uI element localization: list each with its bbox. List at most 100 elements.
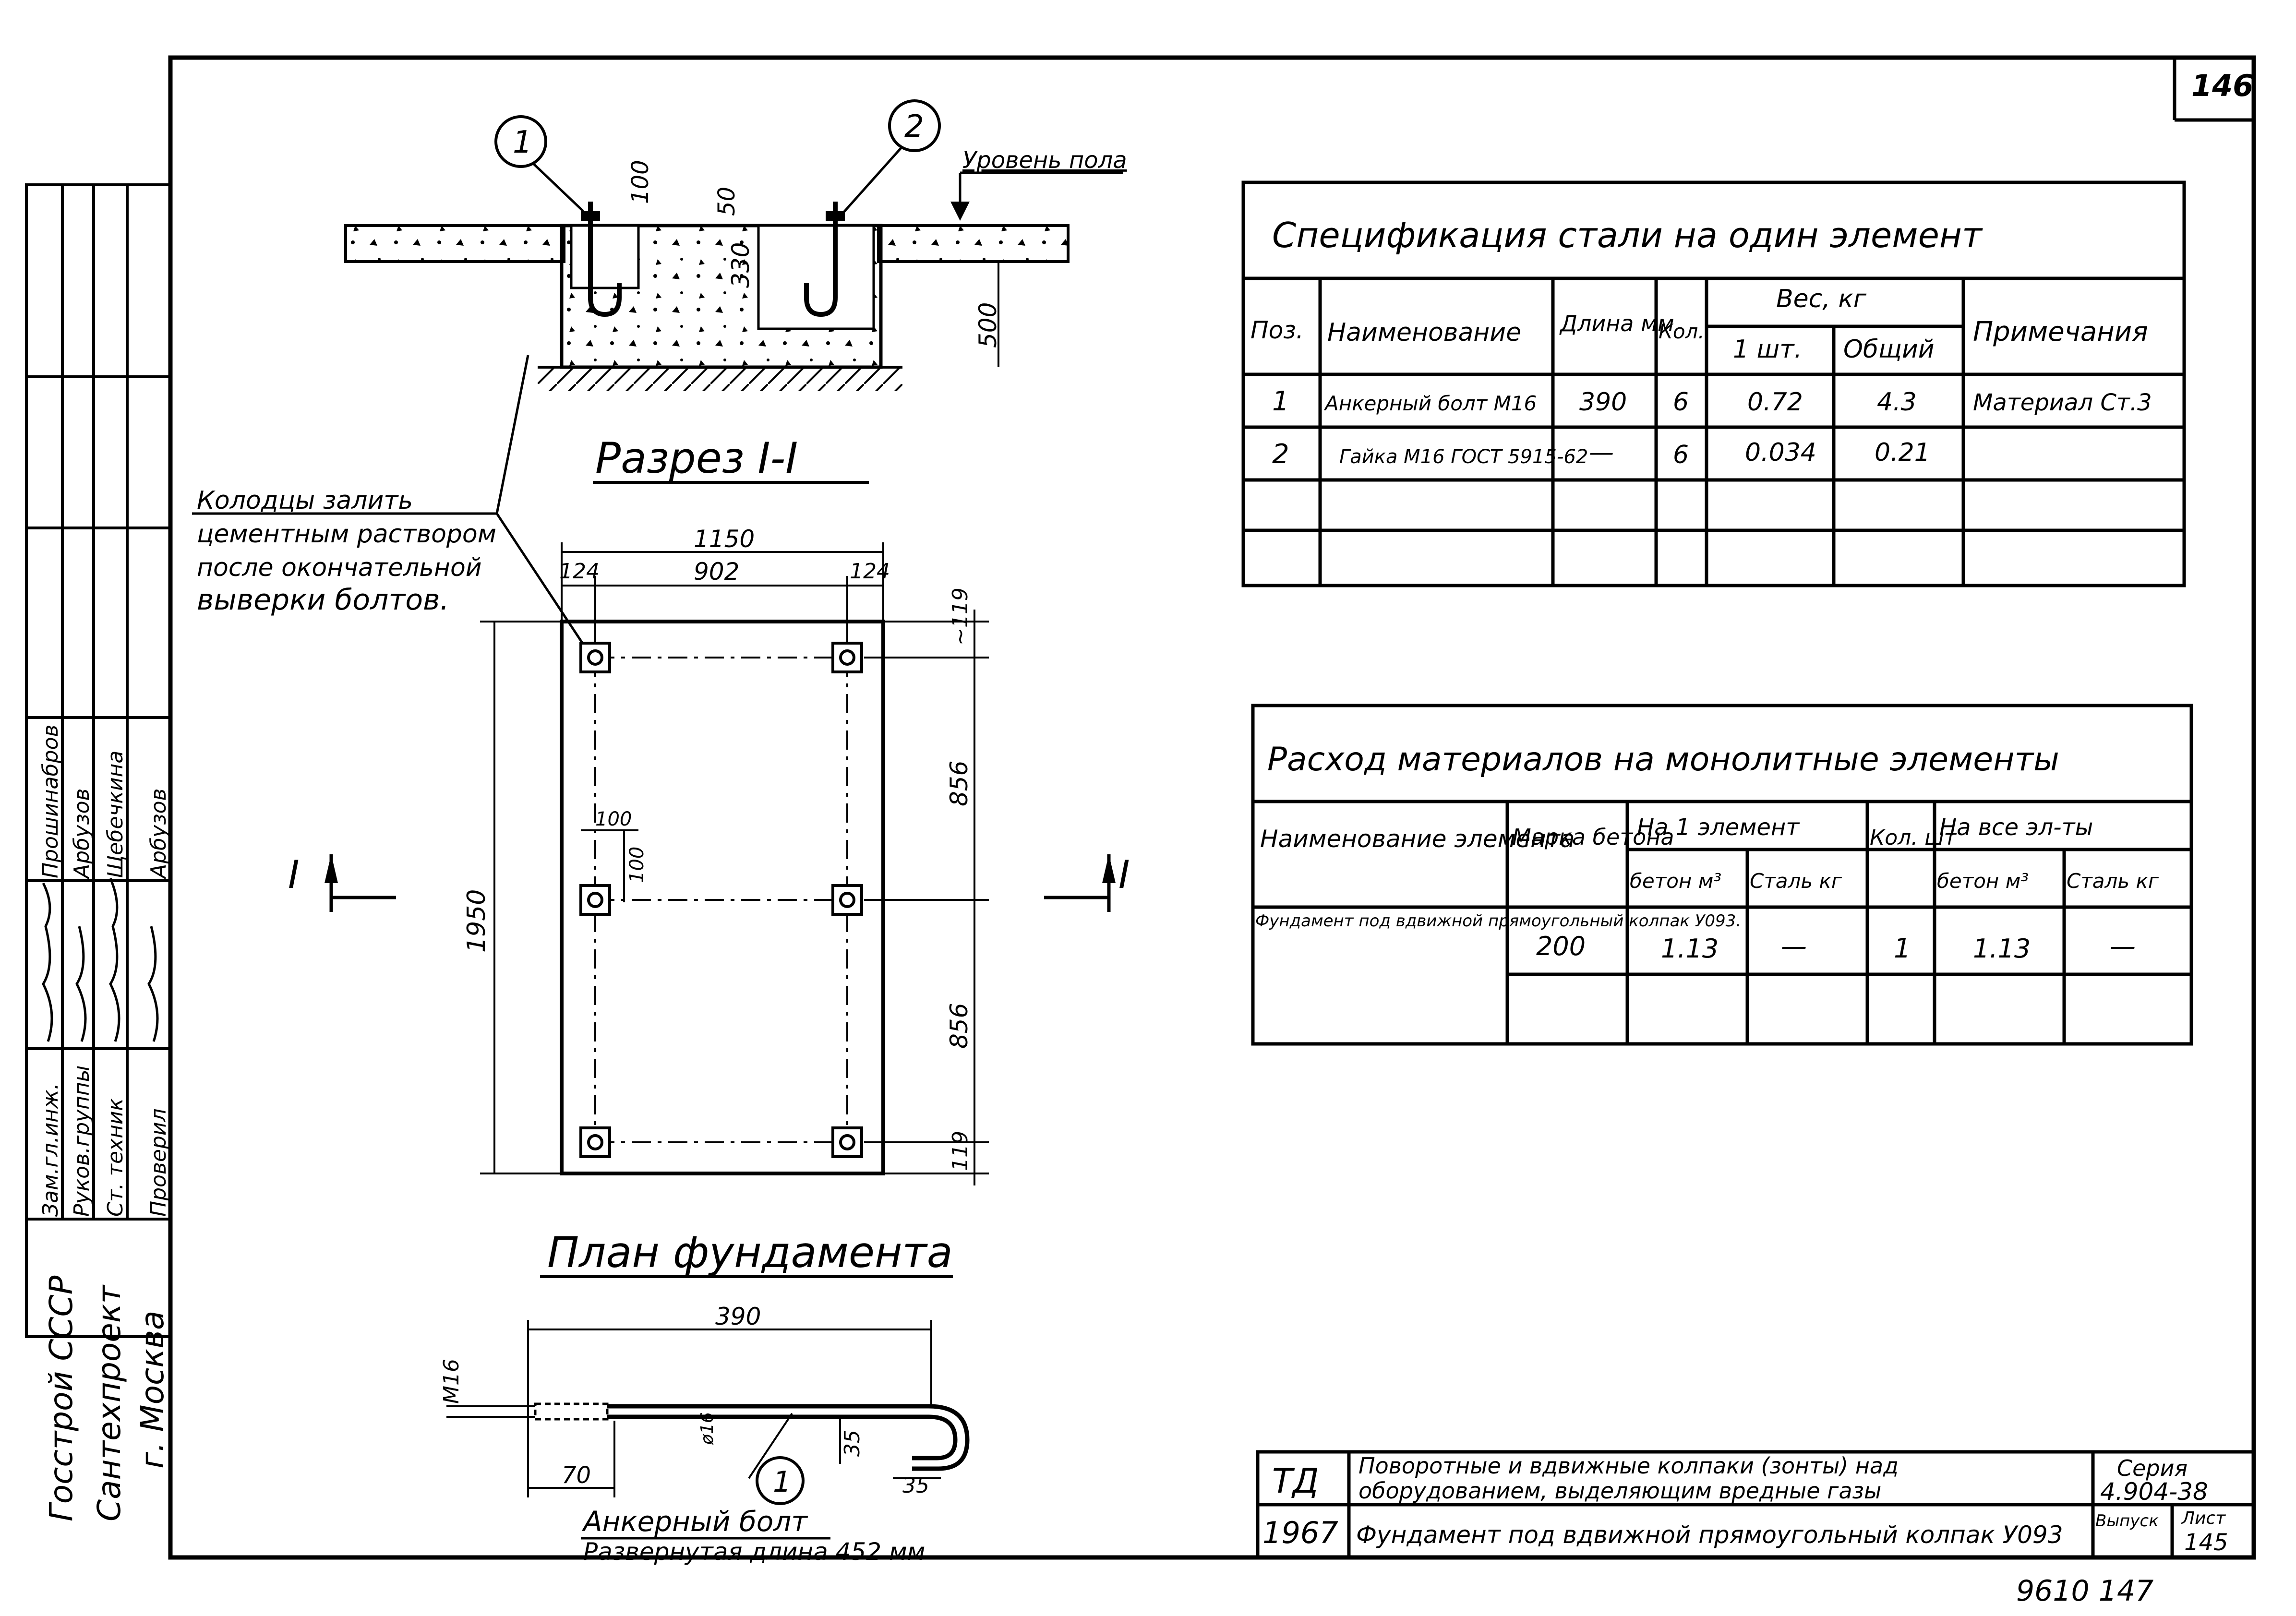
svg-text:выверки болтов.: выверки болтов. <box>197 583 449 617</box>
tb-issue-label: Выпуск <box>2095 1511 2159 1531</box>
stamp-signatures <box>42 878 159 1042</box>
stamp-role-4: Проверил <box>146 1108 171 1217</box>
svg-text:1.13: 1.13 <box>1661 934 1719 964</box>
tb-year: 1967 <box>1262 1515 1338 1550</box>
spec-h-length: Длина мм <box>1559 311 1674 336</box>
svg-text:Наименование элемента: Наименование элемента <box>1260 825 1575 853</box>
bolt-dim-390: 390 <box>715 1303 761 1330</box>
tb-sheet-label: Лист <box>2181 1508 2226 1528</box>
svg-text:На 1 элемент: На 1 элемент <box>1637 814 1800 841</box>
sheet-frame <box>168 55 2256 1560</box>
svg-text:0.21: 0.21 <box>1875 438 1930 467</box>
dim-902: 902 <box>694 558 739 586</box>
svg-text:Сталь кг: Сталь кг <box>1750 869 1842 893</box>
section-view: 1 2 Уровень пола 100 50 330 500 Разрез I… <box>344 99 1127 484</box>
svg-text:—: — <box>1781 931 1807 961</box>
svg-text:6: 6 <box>1673 388 1689 417</box>
side-stamp: Зам.гл.инж. Руков.группы Ст. техник Пров… <box>25 183 172 1521</box>
svg-text:1: 1 <box>1272 386 1289 417</box>
section-marker-left: I <box>288 852 300 897</box>
svg-text:бетон м³: бетон м³ <box>1937 869 2029 893</box>
svg-text:Анкерный болт М16: Анкерный болт М16 <box>1323 392 1537 415</box>
grout-note: Колодцы залить цементным раствором после… <box>192 355 587 649</box>
tb-sheet-value: 145 <box>2184 1529 2228 1556</box>
dim-856-1: 856 <box>945 761 973 806</box>
dim-124-left: 124 <box>559 559 600 584</box>
bolt-wells <box>579 642 863 1158</box>
plan-title: План фундамента <box>547 1228 953 1277</box>
section-marker-right: I <box>1118 852 1130 897</box>
archive-number: 9610 147 <box>2016 1574 2153 1608</box>
svg-text:Колодцы залить: Колодцы залить <box>197 486 413 515</box>
title-block: ТД 1967 Поворотные и вдвижные колпаки (з… <box>1256 1450 2256 1559</box>
bolt-subtitle: Развернутая длина 452 мм <box>583 1538 925 1566</box>
bolt-dim-70: 70 <box>562 1462 591 1489</box>
stamp-role-1: Зам.гл.инж. <box>38 1083 63 1217</box>
svg-text:Фундамент под вдвижной прямоуг: Фундамент под вдвижной прямоугольный кол… <box>1255 911 1741 931</box>
dim-124-right: 124 <box>850 559 890 584</box>
svg-text:цементным раствором: цементным раствором <box>197 520 496 549</box>
floor-level-label: Уровень пола <box>962 147 1127 174</box>
dim-119-bottom: 119 <box>948 1131 973 1171</box>
stamp-name-2: Арбузов <box>70 789 94 880</box>
svg-text:1.13: 1.13 <box>1973 934 2031 964</box>
dim-500: 500 <box>974 302 1002 348</box>
stamp-role-2: Руков.группы <box>70 1065 94 1217</box>
svg-text:4.3: 4.3 <box>1877 388 1917 417</box>
stamp-name-4: Арбузов <box>146 789 171 880</box>
tb-line2: оборудованием, выделяющим вредные газы <box>1358 1478 1881 1504</box>
dim-well-w: 100 <box>595 808 632 830</box>
svg-text:—: — <box>1589 438 1614 467</box>
spec-table: Спецификация стали на один элемент Поз. … <box>1241 180 2186 587</box>
callout-1: 1 <box>513 125 532 160</box>
svg-text:2: 2 <box>1272 439 1289 470</box>
spec-h-weight: Вес, кг <box>1776 285 1867 313</box>
stamp-name-1: Прошинабров <box>38 725 63 878</box>
callout-2: 2 <box>904 109 924 144</box>
sheet-number: 146 <box>2191 68 2253 103</box>
dim-856-2: 856 <box>945 1003 973 1049</box>
svg-text:0.034: 0.034 <box>1745 438 1816 467</box>
tb-line3: Фундамент под вдвижной прямоугольный кол… <box>1356 1521 2063 1549</box>
dim-330: 330 <box>727 242 755 288</box>
stamp-org-2: Сантехпроект <box>91 1284 128 1521</box>
svg-text:Марка бетона: Марка бетона <box>1512 824 1674 850</box>
svg-text:1: 1 <box>1894 933 1911 964</box>
svg-text:200: 200 <box>1536 931 1586 961</box>
dim-119-top: ~119 <box>948 587 973 646</box>
spec-h-pos: Поз. <box>1250 316 1304 344</box>
plan-view: 1150 124 902 124 ~119 856 856 119 1950 1… <box>288 525 1130 1278</box>
stamp-org-1: Госстрой СССР <box>43 1275 80 1521</box>
tb-series-value: 4.904-38 <box>2100 1478 2208 1506</box>
spec-h-w-one: 1 шт. <box>1733 335 1802 364</box>
stamp-name-3: Щебечкина <box>103 751 128 878</box>
bolt-dim-35-w: 35 <box>902 1473 929 1498</box>
bolt-dim-dia: ø16 <box>697 1412 717 1445</box>
bolt-dim-35-h: 35 <box>840 1430 865 1457</box>
spec-h-qty: Кол. <box>1659 320 1705 343</box>
anchor-bolt-detail: 390 M16 70 ø16 35 35 1 Анкерный болт Раз… <box>439 1303 970 1566</box>
svg-text:бетон м³: бетон м³ <box>1630 869 1721 893</box>
svg-text:На все эл-ты: На все эл-ты <box>1939 814 2093 841</box>
dim-well-h: 100 <box>626 847 648 883</box>
spec-h-w-total: Общий <box>1843 335 1935 364</box>
bolt-callout: 1 <box>773 1465 791 1499</box>
svg-text:Гайка М16 ГОСТ 5915-62: Гайка М16 ГОСТ 5915-62 <box>1339 446 1588 468</box>
spec-h-name: Наименование <box>1327 318 1521 347</box>
svg-text:после окончательной: после окончательной <box>197 553 482 582</box>
svg-text:Кол. шт: Кол. шт <box>1870 826 1957 850</box>
spec-title: Спецификация стали на один элемент <box>1272 215 1983 255</box>
stamp-role-3: Ст. техник <box>103 1098 128 1217</box>
svg-text:6: 6 <box>1673 441 1689 469</box>
tb-series-label: Серия <box>2117 1455 2188 1481</box>
svg-text:—: — <box>2110 931 2136 961</box>
section-title: Разрез I-I <box>595 433 798 483</box>
dim-1950: 1950 <box>462 889 491 953</box>
stamp-org-3: г. Москва <box>134 1311 171 1469</box>
material-title: Расход материалов на монолитные элементы <box>1267 741 2059 778</box>
dim-50: 50 <box>713 187 740 216</box>
tb-line1: Поворотные и вдвижные колпаки (зонты) на… <box>1358 1453 1899 1479</box>
material-table: Расход материалов на монолитные элементы… <box>1251 704 2193 1046</box>
spec-h-note: Примечания <box>1973 316 2148 347</box>
dim-100: 100 <box>627 160 654 204</box>
